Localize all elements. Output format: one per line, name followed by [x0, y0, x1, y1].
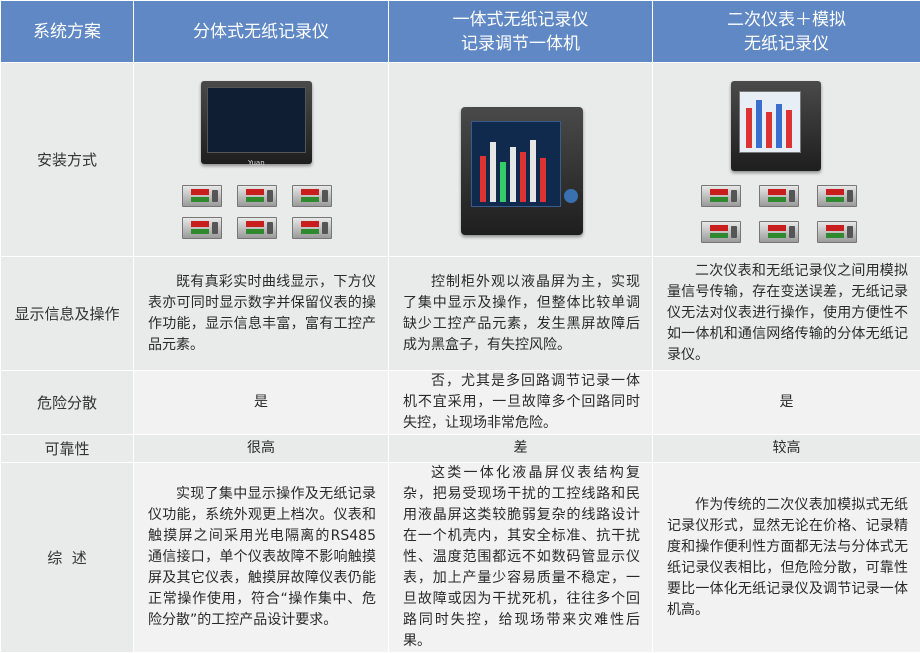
header-system-scheme: 系统方案: [1, 1, 134, 63]
risk-integrated-text: 否，尤其是多回路调节记录一体机不宜采用，一旦故障多个回路同时失控，让现场非常危险…: [389, 371, 652, 434]
panel-instrument-icon: [182, 217, 222, 239]
install-label: 安装方式: [1, 63, 134, 257]
panel-instrument-icon: [292, 185, 332, 207]
panel-instrument-icon: [759, 185, 799, 207]
header-secondary-analog: 二次仪表＋模拟 无纸记录仪: [653, 1, 920, 63]
panel-instrument-icon: [182, 185, 222, 207]
panel-instrument-icon: [817, 185, 857, 207]
display-row: 显示信息及操作 既有真彩实时曲线显示，下方仪表亦可同时显示数字并保留仪表的操作功…: [1, 257, 920, 371]
display-secondary-text: 二次仪表和无纸记录仪之间用模拟量信号传输，存在变送误差，无纸记录仪无法对仪表进行…: [653, 261, 920, 366]
touchscreen-image: Yuan: [201, 81, 312, 164]
reliability-secondary-value: 较高: [653, 435, 920, 463]
reliability-integrated-value: 差: [389, 435, 653, 463]
panel-instrument-icon: [817, 221, 857, 243]
panel-instrument-icon: [237, 217, 277, 239]
summary-secondary-text: 作为传统的二次仪表加模拟式无纸记录仪形式，显然无论在价格、记录精度和操作便利性方…: [653, 495, 920, 621]
header-row: 系统方案 分体式无纸记录仪 一体式无纸记录仪 记录调节一体机 二次仪表＋模拟 无…: [1, 1, 920, 63]
header-integrated-line1: 一体式无纸记录仪: [389, 8, 652, 32]
integrated-recorder-image: [461, 107, 583, 235]
header-integrated-line2: 记录调节一体机: [389, 32, 652, 56]
install-image-secondary: [653, 63, 920, 257]
display-split-text: 既有真彩实时曲线显示，下方仪表亦可同时显示数字并保留仪表的操作功能，显示信息丰富…: [134, 272, 388, 356]
panel-instrument-icon: [292, 217, 332, 239]
reliability-split-value: 很高: [134, 435, 389, 463]
risk-split-value: 是: [134, 371, 389, 435]
install-image-integrated: [389, 63, 653, 257]
header-integrated-recorder: 一体式无纸记录仪 记录调节一体机: [389, 1, 653, 63]
summary-split-text: 实现了集中显示操作及无纸记录仪功能，系统外观更上档次。仪表和触摸屏之间采用光电隔…: [134, 484, 388, 631]
brand-logo: Yuan: [248, 153, 265, 174]
panel-instrument-icon: [237, 185, 277, 207]
display-integrated-text: 控制柜外观以液晶屏为主，实现了集中显示及操作，但整体比较单调缺少工控产品元素，发…: [389, 272, 652, 356]
reliability-row: 可靠性 很高 差 较高: [1, 435, 920, 463]
header-split-recorder: 分体式无纸记录仪: [134, 1, 389, 63]
summary-row: 综 述 实现了集中显示操作及无纸记录仪功能，系统外观更上档次。仪表和触摸屏之间采…: [1, 463, 920, 653]
header-secondary-line1: 二次仪表＋模拟: [653, 8, 920, 32]
risk-row: 危险分散 是 否，尤其是多回路调节记录一体机不宜采用，一旦故障多个回路同时失控，…: [1, 371, 920, 435]
risk-label: 危险分散: [1, 371, 134, 435]
risk-secondary-value: 是: [653, 371, 920, 435]
reliability-label: 可靠性: [1, 435, 134, 463]
summary-integrated-text: 这类一体化液晶屏仪表结构复杂，把易受现场干扰的工控线路和民用液晶屏这类较脆弱复杂…: [389, 463, 652, 652]
install-image-split: Yuan: [134, 63, 389, 257]
header-secondary-line2: 无纸记录仪: [653, 32, 920, 56]
display-label: 显示信息及操作: [1, 257, 134, 371]
navigation-knob-icon: [564, 189, 578, 203]
panel-instrument-icon: [759, 221, 799, 243]
panel-instrument-icon: [701, 221, 741, 243]
panel-instrument-icon: [701, 185, 741, 207]
install-row: 安装方式 Yuan: [1, 63, 920, 257]
summary-label: 综 述: [1, 463, 134, 653]
analog-recorder-image: [731, 81, 821, 171]
